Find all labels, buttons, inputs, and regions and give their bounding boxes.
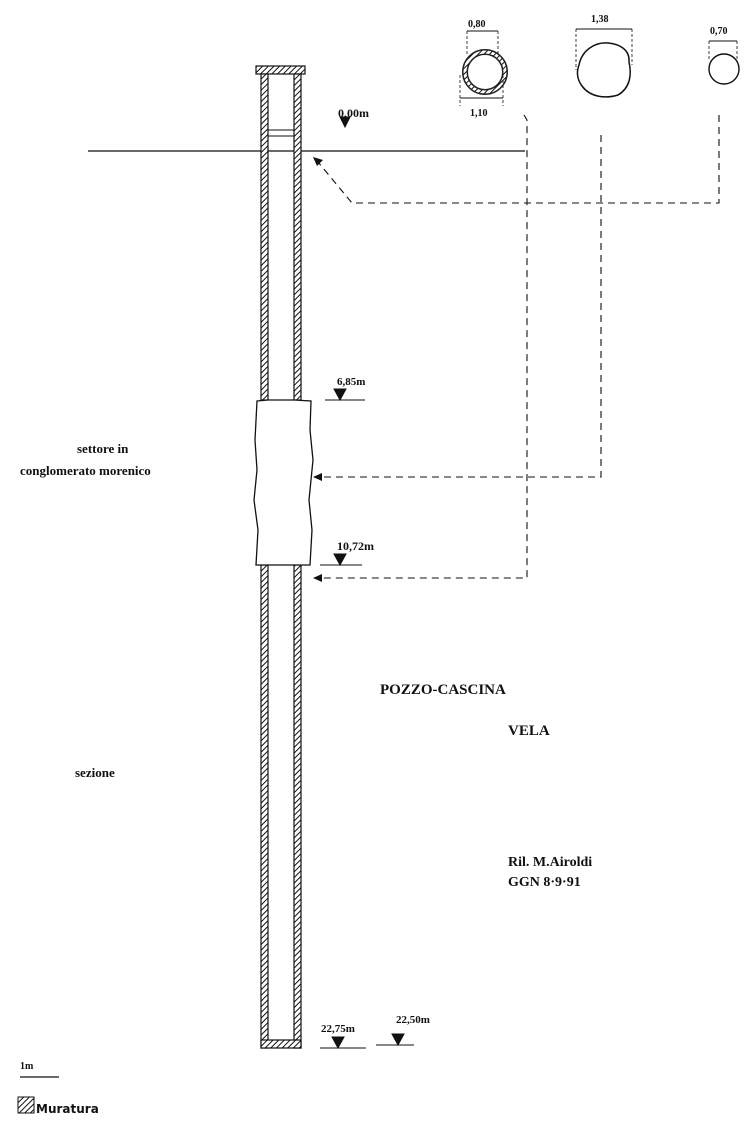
sector-label-1: settore in [77,441,129,456]
level-6-85: 6,85m [337,376,365,388]
level-22-75: 22,75m [321,1023,355,1035]
drawing-subtitle: VELA [508,723,550,739]
drawing-title: POZZO-CASCINA [380,682,506,698]
cross-sections [459,28,740,106]
dim-outer-1-10: 1,10 [470,108,488,119]
level-markers [320,116,414,1050]
dim-conglomerate-1-38: 1,38 [591,14,609,25]
legend-label: Muratura [36,1102,99,1116]
level-22-50: 22,50m [396,1014,430,1026]
credit-date: GGN 8·9·91 [508,875,581,890]
dim-inner-0-80: 0,80 [468,19,486,30]
scale-label: 1m [20,1061,34,1072]
well-cap [255,65,306,75]
conglomerate-sector [253,399,314,566]
legend-hatch-swatch [17,1096,35,1114]
arrow-heads [313,157,323,582]
credit-author: Ril. M.Airoldi [508,855,592,870]
dim-bottom-0-70: 0,70 [710,26,728,37]
level-10-72: 10,72m [337,539,374,553]
leader-lines [317,114,720,579]
level-0: 0,00m [338,106,369,120]
sector-label-2: conglomerato morenico [20,463,151,478]
view-label: sezione [75,765,115,780]
